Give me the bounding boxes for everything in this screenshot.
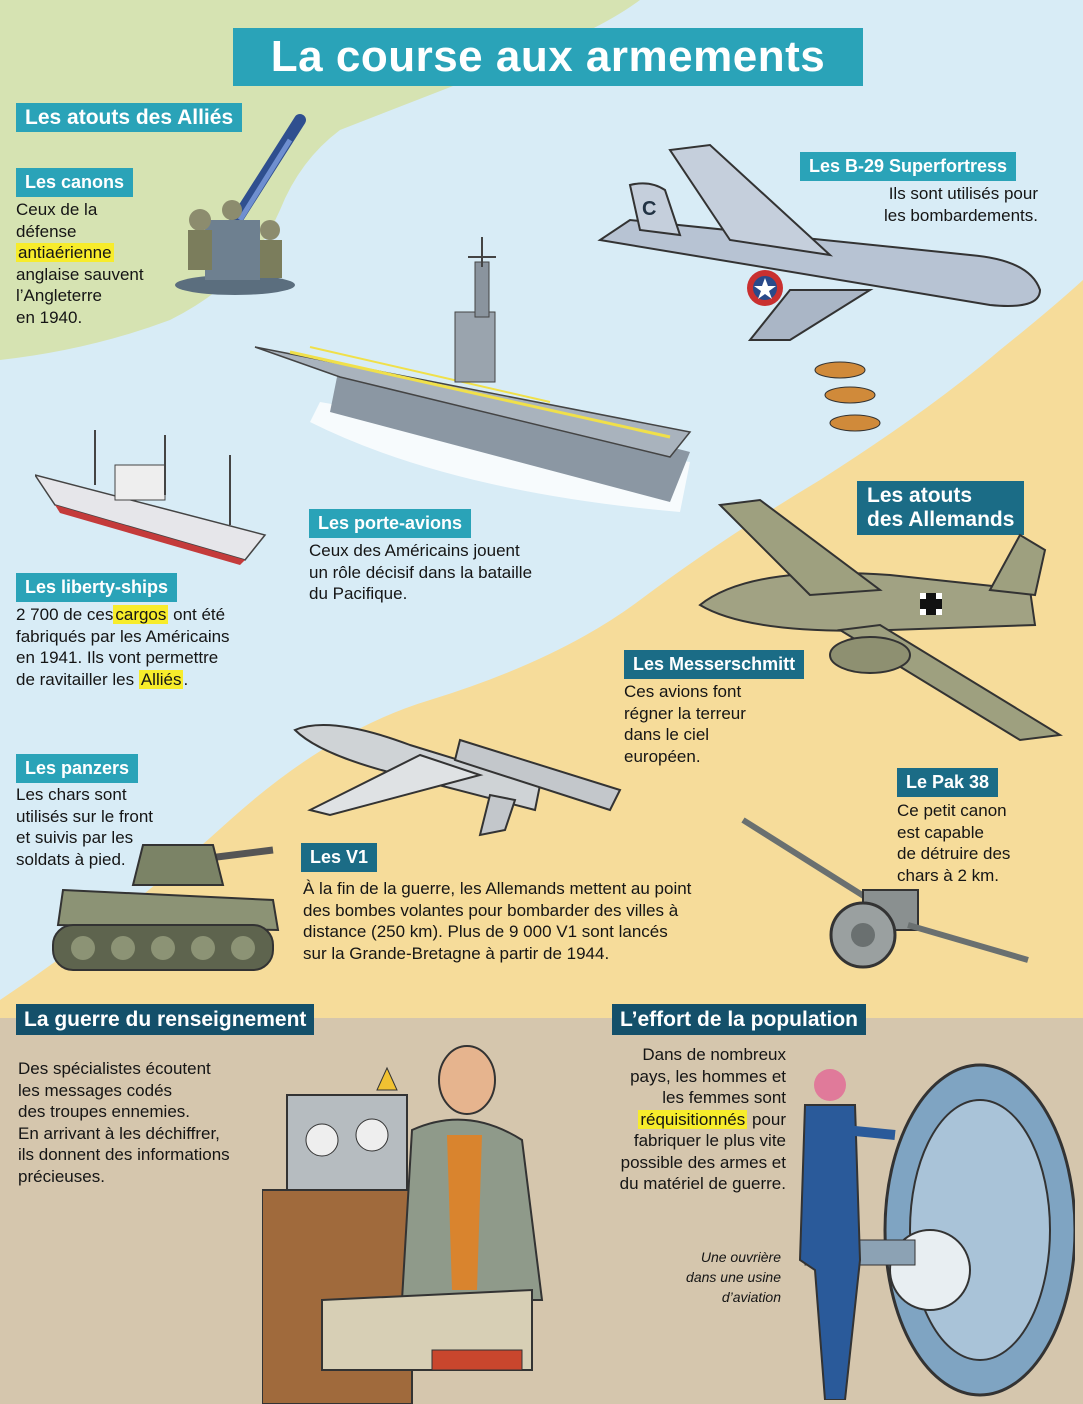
- b29-title: Les B-29 Superfortress: [800, 152, 1017, 181]
- v1-flying-bomb-icon: [293, 724, 622, 837]
- allies-heading: Les atouts des Alliés: [16, 103, 243, 132]
- liberty-ship-icon: [35, 430, 267, 565]
- panzer-tank-icon: [52, 844, 280, 971]
- b29-text: Ils sont utilisés pour les bombardements…: [883, 184, 1038, 225]
- highlight-requisitionnes: réquisitionnés: [638, 1109, 748, 1129]
- messerschmitt-text: Ces avions font régner la terreur dans l…: [624, 682, 746, 766]
- b29-tail-letter: C: [642, 198, 656, 220]
- panzers-title: Les panzers: [16, 754, 139, 783]
- v1-title: Les V1: [301, 843, 378, 872]
- page-title: La course aux armements: [233, 28, 863, 86]
- renseignement-text: Des spécialistes écoutent les messages c…: [18, 1059, 230, 1186]
- pak38-cannon-icon: [741, 817, 1029, 969]
- population-text: Dans de nombreux pays, les hommes et les…: [619, 1045, 786, 1193]
- population-title: L’effort de la population: [612, 1004, 866, 1035]
- porte-avions-text: Ceux des Américains jouent un rôle décis…: [309, 541, 533, 603]
- highlight-allies: Alliés: [138, 669, 184, 689]
- messerschmitt-title: Les Messerschmitt: [624, 650, 805, 679]
- liberty-ships-title: Les liberty-ships: [16, 573, 178, 602]
- aircraft-carrier-icon: [254, 237, 692, 512]
- b29-bomber-icon: C: [597, 143, 1042, 432]
- worker-caption: Une ouvrière dans une usine d’aviation: [686, 1249, 781, 1305]
- v1-text: À la fin de la guerre, les Allemands met…: [303, 879, 692, 963]
- factory-worker-icon: [798, 1063, 1075, 1400]
- messerschmitt-jet-icon: [698, 498, 1063, 742]
- renseignement-title: La guerre du renseignement: [16, 1004, 315, 1035]
- canons-title: Les canons: [16, 168, 134, 197]
- radio-operator-icon: [262, 1045, 544, 1404]
- pak38-text: Ce petit canon est capable de détruire d…: [897, 801, 1011, 885]
- anti-aircraft-gun-icon: [175, 114, 306, 295]
- highlight-antiaerienne: antiaérienne: [16, 243, 114, 262]
- pak38-title: Le Pak 38: [897, 768, 999, 797]
- panzers-text: Les chars sont utilisés sur le front et …: [16, 785, 153, 869]
- allemands-heading: Les atouts des Allemands: [857, 481, 1025, 535]
- canons-text: Ceux de la défense antiaérienne anglaise…: [16, 200, 144, 327]
- highlight-cargos: cargos: [113, 605, 169, 624]
- porte-avions-title: Les porte-avions: [309, 509, 472, 538]
